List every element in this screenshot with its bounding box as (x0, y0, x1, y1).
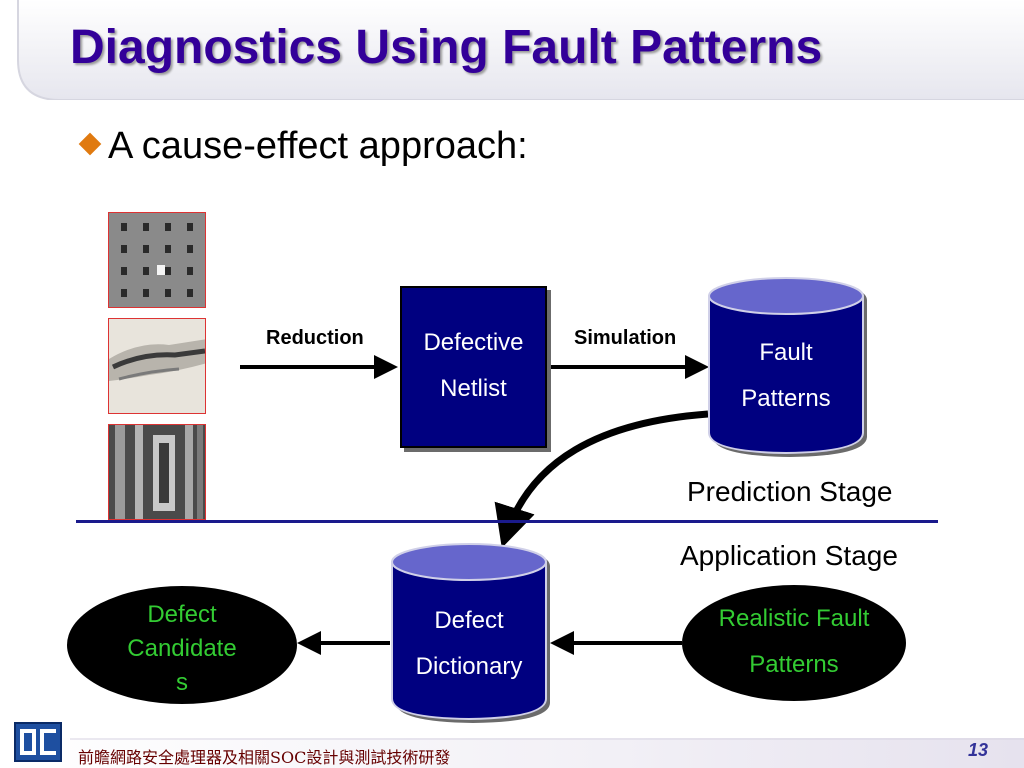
netlist-line1: Defective (423, 329, 524, 356)
realistic-fault-patterns-text: Realistic Fault Patterns (694, 596, 894, 688)
fault-patterns-text: Fault Patterns (709, 330, 863, 422)
fault-patterns-cylinder (708, 277, 867, 457)
defect-dictionary-line2: Dictionary (415, 653, 523, 680)
defect-photo-layout (108, 424, 206, 520)
logo-icon (14, 722, 62, 762)
fault-patterns-line1: Fault (759, 339, 813, 366)
defect-candidates-line1: Defect (147, 601, 217, 628)
simulation-label: Simulation (574, 327, 677, 349)
defect-candidates-line3: s (176, 669, 188, 696)
reduction-label: Reduction (266, 327, 364, 349)
defect-photo-crack (108, 318, 206, 414)
defect-candidates-line2: Candidate (127, 635, 237, 662)
defect-dictionary-cylinder (391, 543, 550, 723)
fault-patterns-line2: Patterns (741, 385, 831, 412)
application-stage-label: Application Stage (680, 540, 898, 571)
bullet-text: A cause-effect approach: (108, 125, 528, 167)
footer-text: 前瞻網路安全處理器及相關SOC設計與測試技術研發 (78, 748, 451, 767)
stage-divider (76, 520, 938, 523)
bullet-item: A cause-effect approach: (78, 125, 528, 168)
defective-netlist-box: Defective Netlist (400, 286, 547, 448)
realistic-fault-patterns-ellipse (682, 585, 906, 701)
arrow-curved-to-dictionary (494, 410, 709, 548)
realistic-fault-patterns-line1: Realistic Fault (718, 605, 870, 632)
slide-title: Diagnostics Using Fault Patterns (70, 21, 823, 74)
netlist-line2: Netlist (440, 375, 507, 402)
defect-candidates-text: Defect Candidate s (96, 598, 268, 700)
defect-dictionary-line1: Defect (434, 607, 504, 634)
defect-photo-grid (108, 212, 206, 308)
prediction-stage-label: Prediction Stage (687, 476, 893, 507)
page-number: 13 (968, 740, 989, 760)
header-band (0, 0, 1024, 100)
defect-candidates-ellipse (67, 586, 297, 704)
realistic-fault-patterns-line2: Patterns (749, 651, 839, 678)
defect-dictionary-text: Defect Dictionary (392, 598, 546, 690)
footer-bar (0, 738, 1024, 768)
